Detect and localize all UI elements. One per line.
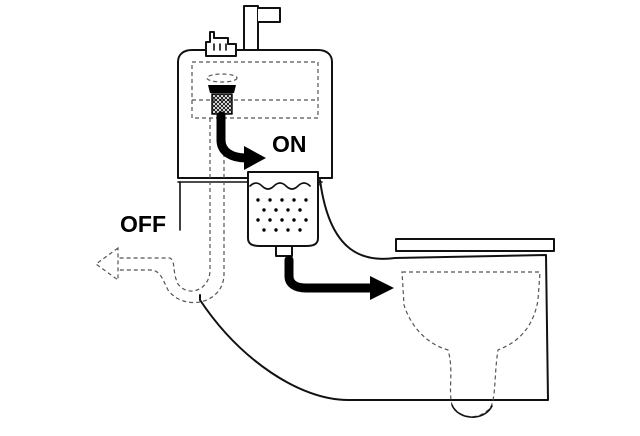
arrow-right-icon xyxy=(216,111,266,170)
water-reservoir xyxy=(247,171,319,257)
valve-strainer xyxy=(206,73,238,115)
off-drain-pipe xyxy=(118,118,225,304)
off-label: OFF xyxy=(120,211,166,237)
bowl-flow-arrow xyxy=(284,255,394,300)
arrow-left-dashed-icon xyxy=(94,246,119,282)
on-label: ON xyxy=(272,131,307,157)
faucet-icon xyxy=(243,5,281,53)
pointing-hand-icon xyxy=(205,31,237,57)
toilet-seat-lid xyxy=(395,238,555,252)
